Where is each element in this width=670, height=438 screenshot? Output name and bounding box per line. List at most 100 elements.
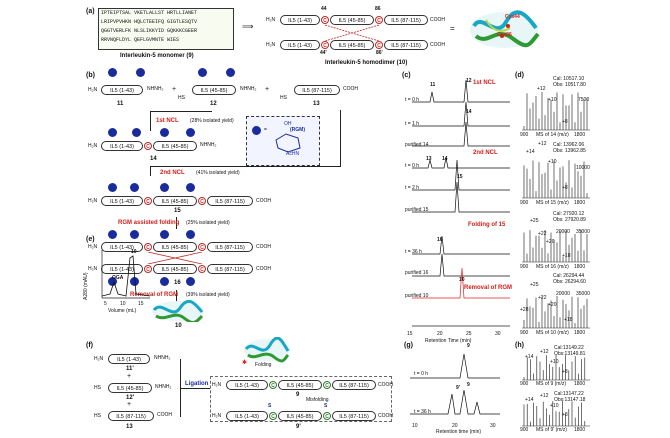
g-peak-9a: 9 <box>467 343 470 349</box>
sec-ylabel: A280 (mAU) <box>83 272 89 300</box>
note-2nd-ncl: 2nd NCL <box>473 150 498 156</box>
rgm-achn: AcHN <box>286 151 300 157</box>
sec-chromatogram <box>101 250 151 299</box>
arrow-line <box>340 110 341 167</box>
panel-g-label: (g) <box>404 342 413 349</box>
n44p: 44' <box>320 50 327 56</box>
c15-seg2: IL5 (45-85) <box>153 196 197 206</box>
frag11-seg: IL5 (1-43) <box>101 85 143 95</box>
disulfide-crosslinks <box>324 24 380 42</box>
ms14-x0: 900 <box>520 132 529 138</box>
peak-14: 14 <box>466 109 472 115</box>
h9p-c2: +12 <box>540 393 549 399</box>
f-seg1: IL5 (1-43) <box>108 354 150 364</box>
ms16-obs: Obs: 27920.89 <box>553 217 586 223</box>
peak-12: 12 <box>466 78 472 84</box>
sugar-ball <box>130 183 139 192</box>
ms16-cal: Cal: 27920.12 <box>553 211 585 217</box>
plus-f1: + <box>127 373 132 380</box>
ms-stick <box>523 355 586 380</box>
hplc-xtick-2: 20 <box>437 331 443 337</box>
ms14-x1: 1800 <box>574 132 586 138</box>
h2n-bottom: H₂N <box>266 42 276 48</box>
dimer-seg3-top: IL5 (87-115) <box>384 15 428 25</box>
peak-16: 16 <box>437 237 443 243</box>
seq-line-3: QGGTVERLFK NLSLIKKYID GQKKKCGEER <box>101 28 198 34</box>
frag13-seg: IL5 (87-115) <box>294 85 340 95</box>
sugar-ball <box>108 128 117 137</box>
c14-seg1: IL5 (1-43) <box>101 141 143 151</box>
h2n-14: H₂N <box>88 143 98 149</box>
h9-c3: +10 <box>550 359 559 365</box>
c15-seg1: IL5 (1-43) <box>101 196 143 206</box>
hplc-trace <box>412 267 510 299</box>
h9p-c3: +10 <box>550 403 559 409</box>
arrow-line <box>176 217 177 229</box>
sugar-ball <box>160 128 169 137</box>
h2n-9: H₂N <box>212 382 222 388</box>
sugar-ball <box>186 230 195 239</box>
peak-10c: 10 <box>459 277 465 283</box>
h9p-cal: Cal:13147.22 <box>554 391 584 397</box>
f9-cys2: C <box>323 381 331 389</box>
ms15-obs: Obs: 13962.85 <box>553 148 586 154</box>
panel-e-label: (e) <box>86 236 95 243</box>
f-seg3: IL5 (87-115) <box>108 411 154 421</box>
dimer-seg1-top: IL5 (1-43) <box>280 15 320 25</box>
hs-12p: HS <box>94 385 101 391</box>
sugar-ball <box>186 277 195 286</box>
hs-12: HS <box>178 95 185 101</box>
step2-yield: (41% isolated yield) <box>196 170 240 176</box>
rgm-box <box>246 116 320 166</box>
trace-label-7: t = 36 h <box>405 249 422 255</box>
h2n-11p: H₂N <box>94 356 104 362</box>
compound-9: 9 <box>296 392 300 398</box>
f9p-cys1: C <box>269 412 277 420</box>
hplc-traces <box>412 80 510 327</box>
folding-label: Folding <box>255 362 272 368</box>
ms16-c4: +18 <box>562 253 571 259</box>
trace-label-1: t = 0 h <box>405 97 420 103</box>
compound-13f: 13 <box>126 424 133 430</box>
cooh-15: COOH <box>256 198 271 204</box>
c16-seg2b: IL5 (45-85) <box>153 264 197 274</box>
cys44-top: C <box>321 16 329 24</box>
s-right: S <box>324 403 328 409</box>
f9-cys1: C <box>269 381 277 389</box>
rgm-ball <box>252 126 261 135</box>
cooh-9: COOH <box>378 382 393 388</box>
step1-label: 1st NCL <box>156 118 179 124</box>
g-xtick-3: 30 <box>490 423 496 429</box>
g-trace <box>410 389 500 415</box>
panel-d-label: (d) <box>515 72 524 79</box>
ms15-c4: +8 <box>562 185 568 191</box>
peak-13: 13 <box>426 156 432 162</box>
ms10-c4: +28 <box>520 307 529 313</box>
ms15-c2: +12 <box>538 141 547 147</box>
note-folding: Folding of 15 <box>468 222 506 228</box>
hplc-trace <box>412 253 510 277</box>
arrow-line <box>150 111 212 112</box>
compound-9p: 9' <box>296 424 301 430</box>
compound-13: 13 <box>313 101 320 107</box>
sugar-ball <box>130 230 139 239</box>
seq-line-1: IPTEIPTSAL VKETLALLST HRTLLIANET <box>101 10 198 16</box>
bracket-line <box>180 388 210 389</box>
h2n-top: H₂N <box>266 17 276 23</box>
rgm-eq: = <box>264 127 267 133</box>
nhnh2-11p: NHNH₂ <box>154 355 171 361</box>
cys44-label: Cys44 <box>505 14 520 20</box>
c16-cys-a2: C <box>198 243 206 251</box>
star-icon: ✱ <box>242 360 248 366</box>
peak-10: 10 <box>131 249 137 255</box>
ms15-xlabel: MS of 15 (m/z) <box>536 200 569 206</box>
step3-yield: (25% isolated yield) <box>186 220 230 226</box>
plus-1: + <box>172 86 177 93</box>
f9p-seg3: IL5 (87-115) <box>332 411 376 421</box>
hplc-trace <box>412 181 510 213</box>
hplc-trace <box>412 235 510 255</box>
ms16-c3: +20 <box>546 239 555 245</box>
ms-stick <box>523 401 586 426</box>
panel-b-label: (b) <box>86 72 95 79</box>
sugar-ball <box>108 277 117 286</box>
